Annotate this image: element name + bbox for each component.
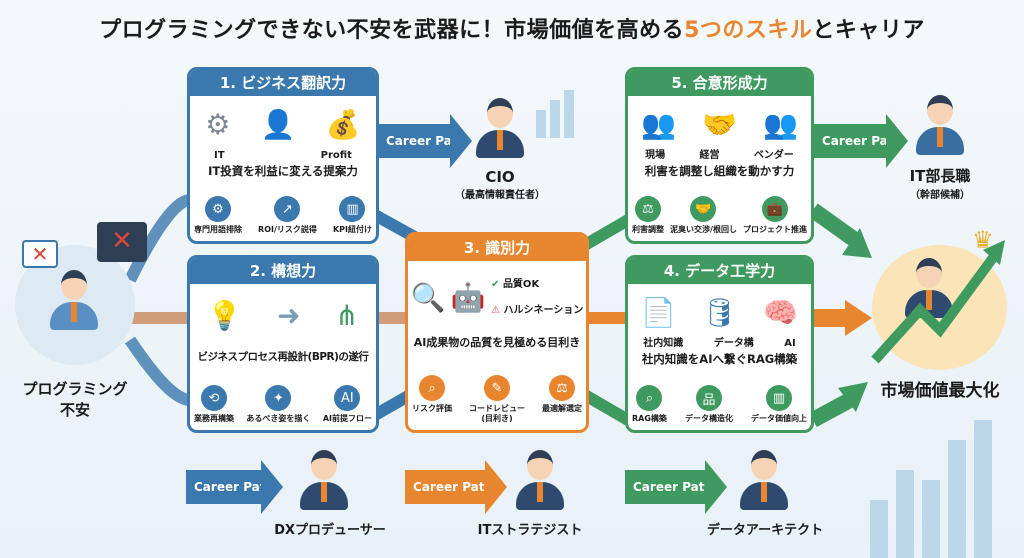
briefcase-icon: 💼 bbox=[761, 196, 788, 222]
handshake-bridge-icon: 🤝 bbox=[702, 108, 737, 141]
restructure-icon: ⟲ bbox=[201, 385, 227, 411]
skill-summary: ビジネスプロセス再設計(BPR)の遂行 bbox=[197, 351, 369, 363]
anxious-person-icon bbox=[50, 270, 98, 330]
code-error-icon: ✕ bbox=[97, 222, 147, 262]
skill-summary: 利害を調整し組織を動かす力 bbox=[644, 164, 795, 178]
people-group-icon: 👥 bbox=[641, 108, 676, 141]
role-it-strategist: ITストラテジスト bbox=[477, 523, 583, 538]
dx-producer-person-icon bbox=[300, 450, 348, 510]
skill-summary: AI成果物の品質を見極める目利き bbox=[413, 336, 581, 349]
career-path-arrow-it-strategist: Career Path bbox=[405, 460, 507, 514]
role-cio: CIO（最高情報責任者） bbox=[455, 168, 545, 201]
skill-summary: IT投資を利益に変える提案力 bbox=[208, 164, 358, 178]
value-growth-icon: ▥ bbox=[765, 385, 792, 411]
rag-search-icon: ⌕ bbox=[636, 385, 663, 411]
person-icon: 👤 bbox=[260, 108, 296, 141]
arrow-right-icon: ➜ bbox=[276, 299, 301, 332]
vendor-people-icon: 👥 bbox=[763, 108, 798, 141]
gears-icon: ⚙ bbox=[205, 196, 231, 222]
scales-icon: ⚖ bbox=[549, 375, 575, 401]
growth-arrow-icon bbox=[871, 240, 1005, 364]
warning-icon: ⚠ bbox=[491, 305, 501, 316]
skill-title: 3. 識別力 bbox=[408, 235, 586, 261]
role-data-architect: データアーキテクト bbox=[706, 523, 824, 538]
scales-icon: ⚖ bbox=[635, 196, 661, 222]
ai-chip-icon: AI bbox=[334, 385, 361, 411]
skill-card-consensus: 5. 合意形成力 👥🤝👥 現場経営ベンダー 利害を調整し組織を動かす力 ⚖利害調… bbox=[625, 67, 814, 244]
data-architect-person-icon bbox=[740, 450, 788, 510]
skill-card-discernment: 3. 識別力 🔍🤖✔ 品質OK⚠ ハルシネーション AI成果物の品質を見極める目… bbox=[405, 232, 589, 433]
handshake-icon: 🤝 bbox=[690, 196, 717, 222]
ai-flow-icon: ⋔ bbox=[335, 299, 359, 332]
it-strategist-person-icon bbox=[516, 450, 564, 510]
blueprint-lightbulb-icon: 💡 bbox=[207, 299, 243, 332]
documents-icon: 📄 bbox=[640, 296, 676, 329]
bar-chart-icon: ▥ bbox=[339, 196, 366, 222]
hierarchy-icon: 品 bbox=[695, 385, 722, 411]
career-path-arrow-cio: Career Path bbox=[378, 114, 472, 168]
career-path-arrow-data-architect: Career Path bbox=[625, 460, 727, 514]
crown-icon: ♛ bbox=[972, 226, 994, 254]
check-icon: ✔ bbox=[491, 279, 500, 290]
cio-person-icon bbox=[476, 98, 524, 158]
start-label: プログラミング不安 bbox=[22, 380, 128, 419]
skill-card-vision: 2. 構想力 💡➜⋔ ビジネスプロセス再設計(BPR)の遂行 ⟲業務再構築 ✦あ… bbox=[187, 255, 379, 433]
skill-title: 5. 合意形成力 bbox=[628, 70, 811, 96]
gear-icon: ⚙ bbox=[205, 108, 231, 141]
code-review-icon: ✎ bbox=[484, 375, 510, 401]
money-bag-icon: 💰 bbox=[325, 108, 361, 141]
lightbulb-icon: ✦ bbox=[265, 385, 292, 411]
magnifier-icon: 🔍 bbox=[410, 281, 446, 314]
skill-title: 1. ビジネス翻訳力 bbox=[190, 70, 376, 96]
database-icon: 🛢 bbox=[701, 296, 738, 329]
skill-title: 2. 構想力 bbox=[190, 258, 376, 284]
trend-chart-icon: ↗ bbox=[274, 196, 301, 222]
it-manager-person-icon bbox=[916, 95, 964, 155]
goal-label: 市場価値最大化 bbox=[880, 381, 1000, 401]
skill-title: 4. データ工学力 bbox=[628, 258, 811, 284]
page-title: プログラミングできない不安を武器に！市場価値を高める5つのスキルとキャリア bbox=[99, 18, 925, 43]
role-it-manager: IT部長職（幹部候補） bbox=[909, 167, 971, 201]
broken-code-icon: ✕ bbox=[22, 240, 58, 268]
skill-summary: 社内知識をAIへ繋ぐRAG構築 bbox=[641, 352, 798, 366]
ai-brain-icon: 🧠 bbox=[763, 296, 799, 329]
career-path-arrow-dx-producer: Career Path bbox=[186, 460, 283, 514]
role-dx-producer: DXプロデューサー bbox=[274, 523, 386, 538]
robot-ai-icon: 🤖 bbox=[450, 281, 486, 314]
risk-search-icon: ⌕ bbox=[419, 375, 445, 401]
career-path-arrow-it-manager: Career Path bbox=[814, 114, 908, 168]
